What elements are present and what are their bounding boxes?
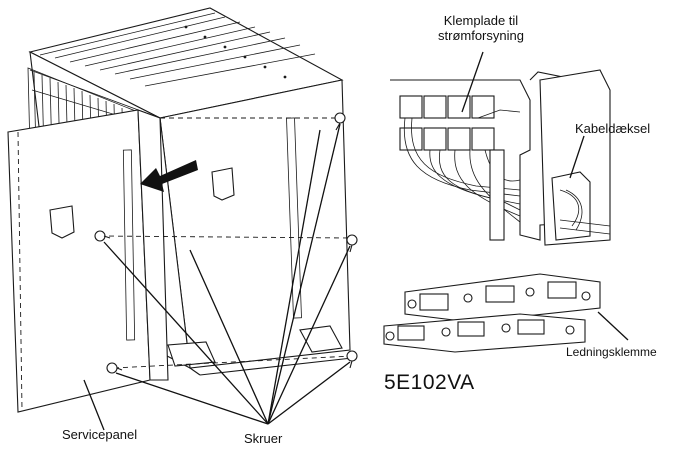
wire-clamp-leader: [597, 311, 629, 341]
screw: [346, 234, 358, 253]
service-panel-label: Servicepanel: [62, 427, 138, 442]
model-code-label: 5E102VA: [384, 371, 475, 394]
screws-label: Skruer: [244, 431, 283, 446]
wire-clamp-label: Ledningsklemme: [566, 345, 657, 359]
removal-arrow: [140, 160, 198, 192]
terminal-block-label: Klemplade til strømforsyning: [438, 13, 524, 44]
terminal-box: [390, 69, 611, 246]
service-panel-leader: [83, 379, 105, 431]
cable-cover-leader: [569, 135, 585, 179]
terminal-block-label-text: Klemplade til strømforsyning: [438, 13, 524, 43]
screw: [94, 230, 111, 242]
cable-cover-label: Kabeldæksel: [575, 121, 651, 136]
screws-leader-lines: [103, 123, 351, 425]
screw: [346, 350, 358, 369]
terminal-block-leader: [461, 51, 484, 113]
screw: [106, 362, 123, 374]
screw-alignment-lines: [99, 117, 353, 369]
wire-clamps: [383, 273, 601, 353]
screw: [334, 112, 346, 131]
